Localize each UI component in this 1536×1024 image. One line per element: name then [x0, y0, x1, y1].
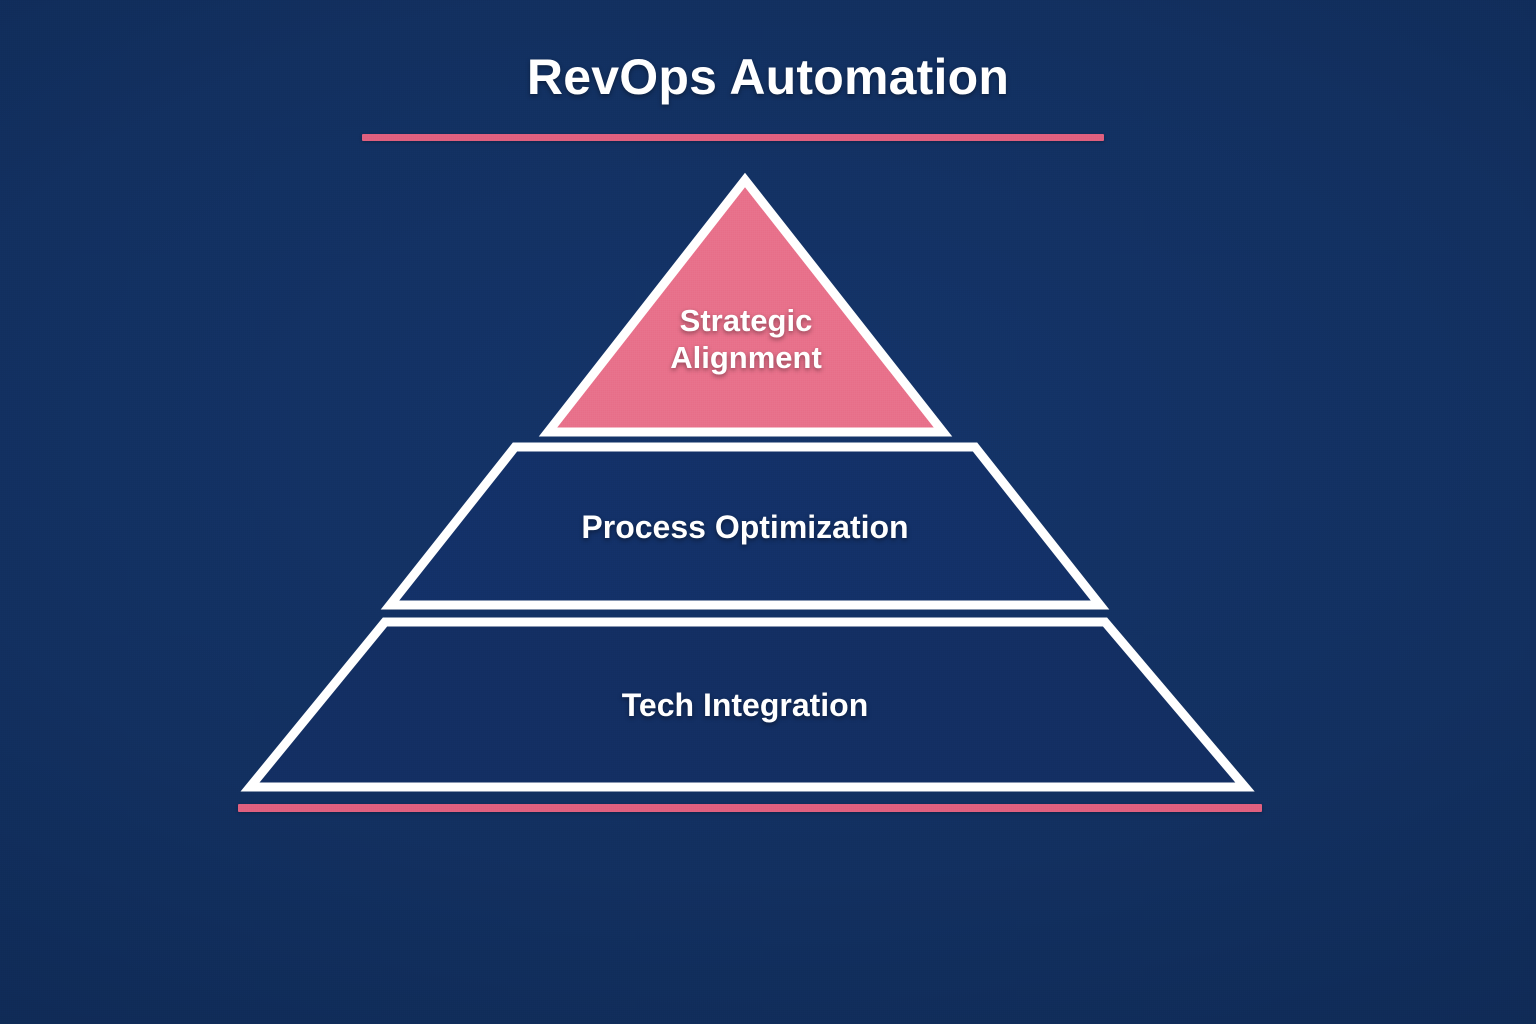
pyramid-tier-3-shape[interactable] [240, 617, 1255, 792]
page-title: RevOps Automation [526, 49, 1010, 105]
pyramid-tier-3-label: Tech Integration [621, 687, 869, 723]
pyramid-tier-1-shape[interactable] [538, 172, 953, 437]
pyramid-tier-1-label: Strategic Alignment [670, 303, 822, 375]
pyramid-tier-2-label: Process Optimization [581, 509, 909, 545]
title-underline-rule [362, 134, 1104, 141]
pyramid-tier-2-shape[interactable] [380, 442, 1110, 610]
base-accent-rule [238, 804, 1262, 812]
